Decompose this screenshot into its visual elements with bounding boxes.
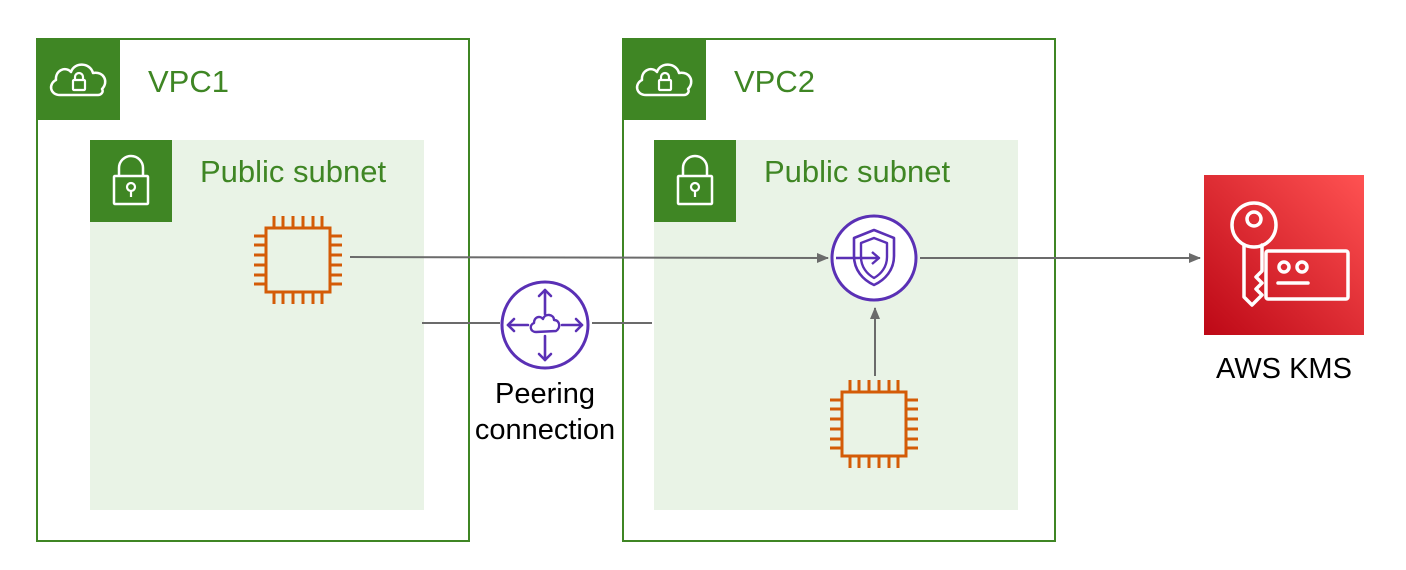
vpc1-container: VPC1 Public subnet [36, 38, 470, 542]
vpc1-public-subnet: Public subnet [90, 140, 424, 510]
kms-label: AWS KMS [1216, 353, 1352, 385]
peering-label-line2: connection [474, 414, 616, 446]
instance1-to-endpoint-arrow [349, 252, 829, 263]
vpc1-subnet-title: Public subnet [200, 154, 387, 189]
padlock-icon [90, 140, 172, 222]
vpc2-title: VPC2 [734, 64, 815, 99]
cloud-lock-icon [38, 40, 120, 120]
cloud-lock-icon [624, 40, 706, 120]
padlock-icon [654, 140, 736, 222]
vpc-endpoint-shield-icon [828, 212, 920, 304]
ec2-instance-icon [826, 376, 922, 472]
peering-label-line1: Peering [495, 378, 595, 410]
vpc2-subnet-title: Public subnet [764, 154, 951, 189]
ec2-instance-icon [250, 212, 346, 308]
vpc1-title: VPC1 [148, 64, 229, 99]
peering-connection-icon [498, 278, 592, 372]
kms-key-icon [1204, 175, 1364, 335]
